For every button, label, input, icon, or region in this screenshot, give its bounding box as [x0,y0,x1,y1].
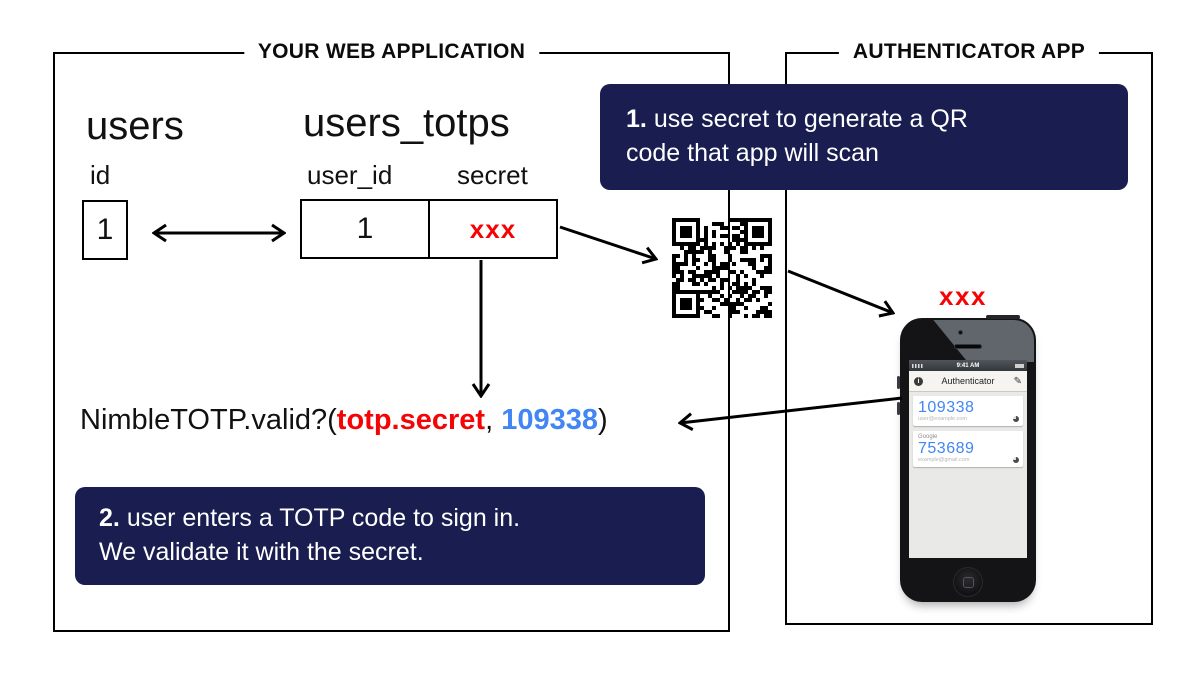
account-card[interactable]: Google 753689 example@gmail.com [913,431,1023,467]
info-icon[interactable]: i [914,376,923,386]
speaker-icon [954,344,982,349]
phone-gloss [933,320,1034,362]
users-totps-row: 1 xxx [300,199,558,259]
formula-secret-arg: totp.secret [336,404,486,436]
formula-separator: , [485,404,502,436]
qr-code-image [672,218,772,318]
users-id-cell: 1 [82,200,128,260]
totps-secret-header: secret [457,160,528,190]
validation-formula: NimbleTOTP.valid?(totp.secret, 109338) [80,404,608,437]
account-label: Google [918,434,938,440]
step1-line1: use secret to generate a QR [653,105,968,133]
formula-prefix: NimbleTOTP.valid?( [80,404,337,436]
phone-screen: 9:41 AM i Authenticator ✎ 109338 user@ex… [909,360,1027,558]
auth-panel-title: AUTHENTICATOR APP [838,40,1100,64]
status-bar: 9:41 AM [909,360,1027,371]
users-id-header: id [90,160,111,190]
authenticator-panel: AUTHENTICATOR APP [785,40,1153,625]
step2-number: 2. [99,504,120,532]
totps-user-id-cell: 1 [356,212,374,245]
formula-suffix: ) [597,404,608,436]
home-button[interactable] [953,567,983,597]
volume-button [897,402,900,415]
step2-line2: We validate it with the secret. [99,538,424,566]
edit-pencil-icon[interactable]: ✎ [1013,375,1022,387]
step2-callout: 2. user enters a TOTP code to sign in. W… [75,487,705,585]
timer-icon [1013,457,1019,463]
accounts-list: 109338 user@example.com Google 753689 ex… [909,392,1027,476]
step1-number: 1. [626,105,647,133]
authenticator-app-title: Authenticator [941,376,995,386]
totps-user-id-header: user_id [307,160,393,190]
step2-line1: user enters a TOTP code to sign in. [126,504,521,532]
formula-code-arg: 109338 [501,404,598,436]
volume-button [897,376,900,389]
totp-code: 109338 [918,399,975,416]
web-panel-title: YOUR WEB APPLICATION [243,40,540,64]
secret-placeholder-label: xxx [939,281,987,311]
totps-secret-cell: xxx [428,201,556,257]
iphone-mockup: 9:41 AM i Authenticator ✎ 109338 user@ex… [897,315,1036,602]
power-button [986,315,1020,319]
account-card[interactable]: 109338 user@example.com [913,396,1023,426]
timer-icon [1013,416,1019,422]
account-email: example@gmail.com [918,457,970,463]
step1-line2: code that app will scan [626,139,879,167]
signal-icon [912,364,923,368]
battery-icon [1015,363,1024,368]
authenticator-app-header: i Authenticator ✎ [909,371,1027,392]
step1-callout: 1. use secret to generate a QR code that… [600,84,1128,190]
users-table-title: users [86,104,184,148]
totp-code: 753689 [918,440,975,457]
account-email: user@example.com [918,416,967,422]
home-button-square [962,576,974,588]
web-application-panel: YOUR WEB APPLICATION [53,40,730,632]
camera-icon [958,330,963,335]
users-totps-table-title: users_totps [303,101,510,145]
status-time: 9:41 AM [956,362,980,369]
